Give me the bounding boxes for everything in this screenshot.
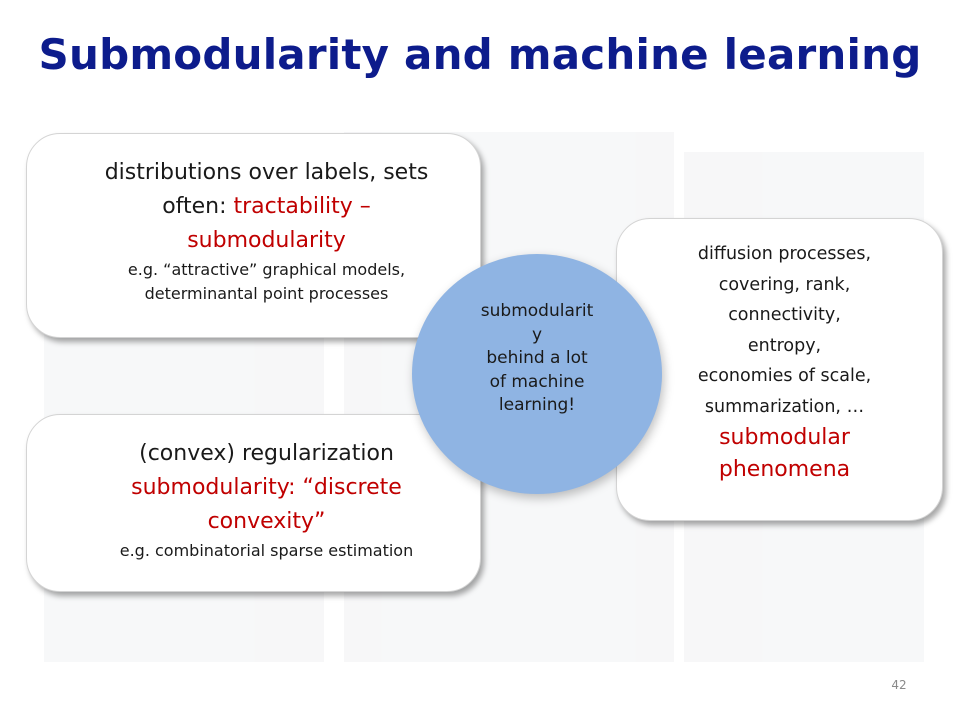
center-circle: submodularit y behind a lot of machine l… [412,254,662,494]
discrete-convexity-highlight: submodularity: “discrete [131,475,402,500]
box-example-line: e.g. combinatorial sparse estimation [119,541,414,560]
submodular-phenomena-highlight: phenomena [718,457,851,482]
submodular-phenomena-highlight: submodular [719,425,850,450]
box-line: (convex) regularization [139,441,394,466]
page-number: 42 [891,678,907,692]
box-line: covering, rank, [718,274,851,295]
circle-line: behind a lot [486,348,588,368]
circle-line: of machine [489,371,585,392]
phenomena-box: diffusion processes, covering, rank, con… [616,218,943,521]
box-line: connectivity, [728,305,841,325]
tractability-highlight: tractability – [233,194,371,219]
submodularity-highlight: submodularity [187,228,346,253]
box-line: summarization, … [704,396,865,417]
circle-line: submodularit [480,301,594,321]
box-line: distributions over labels, sets [104,160,429,185]
regularization-box: (convex) regularization submodularity: “… [26,414,481,592]
circle-line: y [531,324,543,345]
box-example-line: e.g. “attractive” graphical models, [127,260,406,279]
discrete-convexity-highlight: convexity” [207,509,326,534]
slide-title: Submodularity and machine learning [38,30,922,79]
box-line: entropy, [747,335,822,356]
box-line: economies of scale, [697,366,872,386]
box-example-line: determinantal point processes [144,284,389,303]
box-line: diffusion processes, [697,244,872,264]
circle-line: learning! [498,395,576,415]
box-line: often: tractability – [67,190,466,224]
tractability-box: distributions over labels, sets often: t… [26,133,481,338]
often-prefix: often: [162,194,234,219]
